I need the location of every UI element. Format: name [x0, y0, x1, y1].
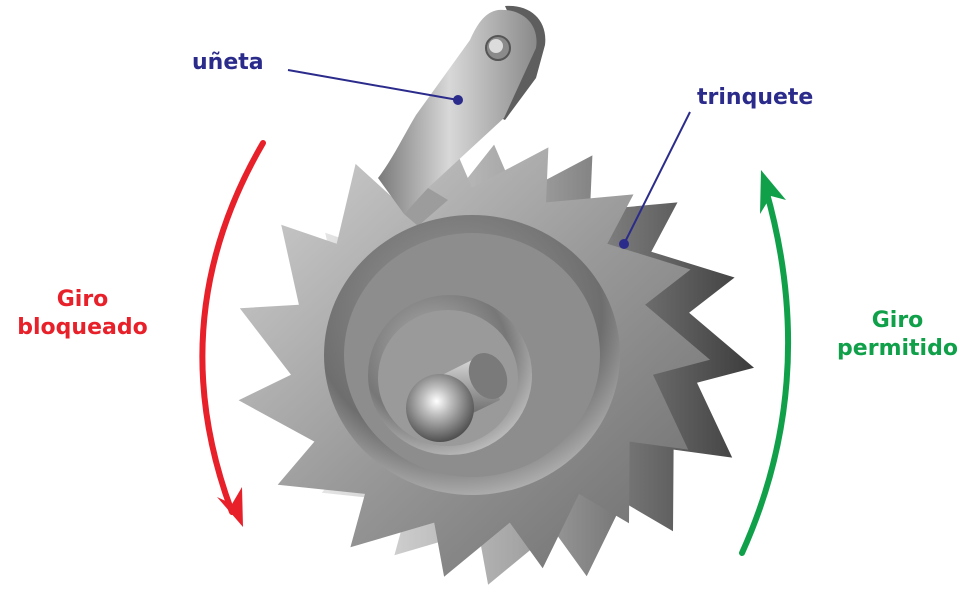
blocked-rotation-label: Giro bloqueado [0, 286, 165, 342]
pawl-leader-dot [453, 95, 463, 105]
shaft-ball [406, 374, 474, 442]
allowed-rotation-arrow [742, 190, 788, 553]
allowed-rotation-label: Giro permitido [828, 307, 967, 363]
allowed-label-line1: Giro [828, 307, 967, 335]
blocked-arrowhead [217, 487, 243, 527]
pawl-leader-line [288, 70, 458, 100]
ratchet-leader-dot [619, 239, 629, 249]
ratchet-label: trinquete [697, 84, 813, 112]
blocked-rotation-arrow [202, 143, 263, 512]
blocked-label-line2: bloqueado [0, 314, 165, 342]
pawl-label: uñeta [192, 49, 264, 77]
blocked-label-line1: Giro [0, 286, 165, 314]
allowed-label-line2: permitido [828, 335, 967, 363]
